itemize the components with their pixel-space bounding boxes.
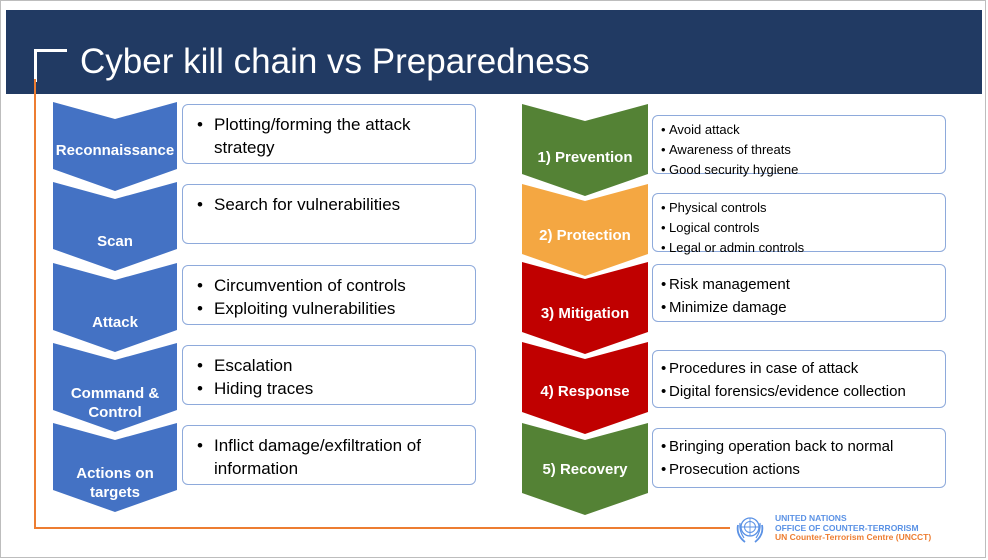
kill-chain-step-label: Scan: [97, 233, 133, 250]
preparedness-step-label: 3) Mitigation: [540, 305, 630, 322]
kill-chain-step-label: Command &: [70, 385, 160, 402]
kill-chain-step-label: Attack: [92, 314, 138, 331]
preparedness-item: Avoid attack: [661, 120, 939, 140]
kill-chain-step-label: targets: [89, 484, 141, 501]
title-bracket-decoration: [34, 49, 67, 82]
kill-chain-item: Hiding traces: [197, 377, 465, 400]
preparedness-details-prevention: Avoid attack Awareness of threats Good s…: [652, 115, 946, 180]
preparedness-details-protection: Physical controls Logical controls Legal…: [652, 193, 946, 258]
kill-chain-details-reconnaissance: Plotting/forming the attack strategy: [182, 104, 476, 164]
logo-text: UNITED NATIONS OFFICE OF COUNTER-TERRORI…: [775, 513, 932, 543]
kill-chain-item: Plotting/forming the attack strategy: [197, 113, 465, 159]
kill-chain-item: Escalation: [197, 354, 465, 377]
logo-line-3: UN Counter-Terrorism Centre (UNCCT): [775, 532, 932, 542]
kill-chain-item: Inflict damage/exfiltration of informati…: [197, 434, 465, 480]
kill-chain-step-label: Actions on: [76, 465, 154, 482]
kill-chain-step-command-control: Command & Control: [53, 343, 177, 432]
kill-chain-item: Exploiting vulnerabilities: [197, 297, 465, 320]
preparedness-step-prevention: 1) Prevention: [522, 104, 648, 196]
kill-chain-item: Circumvention of controls: [197, 274, 465, 297]
preparedness-item: Bringing operation back to normal: [661, 435, 939, 458]
un-emblem-icon: [736, 517, 764, 543]
preparedness-details-response: Procedures in case of attack Digital for…: [652, 350, 946, 408]
preparedness-item: Procedures in case of attack: [661, 357, 939, 380]
logo-line-1: UNITED NATIONS: [775, 513, 847, 523]
kill-chain-details-command-control: Escalation Hiding traces: [182, 345, 476, 405]
preparedness-item: Legal or admin controls: [661, 238, 939, 258]
kill-chain-details-attack: Circumvention of controls Exploiting vul…: [182, 265, 476, 325]
preparedness-item: Logical controls: [661, 218, 939, 238]
kill-chain-details-actions-on-targets: Inflict damage/exfiltration of informati…: [182, 425, 476, 485]
preparedness-item: Good security hygiene: [661, 160, 939, 180]
preparedness-details-mitigation: Risk management Minimize damage: [652, 264, 946, 322]
kill-chain-step-label: Reconnaissance: [55, 142, 175, 159]
logo-line-2: OFFICE OF COUNTER-TERRORISM: [775, 522, 919, 533]
slide-title: Cyber kill chain vs Preparedness: [80, 42, 590, 81]
preparedness-item: Awareness of threats: [661, 140, 939, 160]
preparedness-item: Physical controls: [661, 198, 939, 218]
preparedness-item: Digital forensics/evidence collection: [661, 380, 939, 403]
kill-chain-details-scan: Search for vulnerabilities: [182, 184, 476, 244]
preparedness-step-label: 4) Response: [540, 383, 630, 400]
preparedness-item: Minimize damage: [661, 296, 939, 319]
preparedness-step-label: 5) Recovery: [542, 461, 628, 478]
unoct-logo: UNITED NATIONS OFFICE OF COUNTER-TERRORI…: [733, 511, 979, 547]
preparedness-step-label: 1) Prevention: [537, 149, 633, 166]
kill-chain-step-label: Control: [88, 404, 142, 421]
title-bar: [6, 10, 982, 94]
accent-line-horizontal: [34, 527, 730, 529]
preparedness-item: Risk management: [661, 273, 939, 296]
preparedness-step-label: 2) Protection: [539, 227, 631, 244]
preparedness-details-recovery: Bringing operation back to normal Prosec…: [652, 428, 946, 488]
preparedness-item: Prosecution actions: [661, 458, 939, 481]
kill-chain-item: Search for vulnerabilities: [197, 193, 465, 216]
accent-line-vertical: [34, 79, 36, 529]
